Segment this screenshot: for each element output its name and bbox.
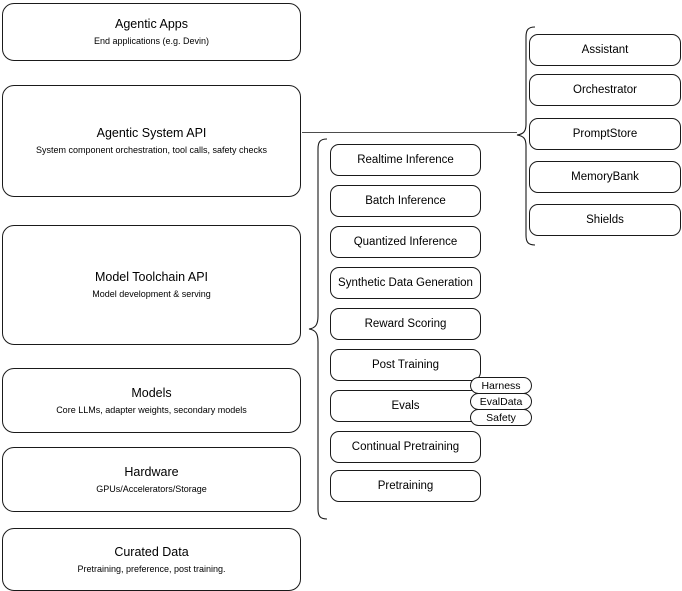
toolchain-synthetic-data-generation[interactable]: Synthetic Data Generation — [330, 267, 481, 299]
toolchain-reward-scoring[interactable]: Reward Scoring — [330, 308, 481, 340]
layer-model-toolchain-api[interactable]: Model Toolchain API Model development & … — [2, 225, 301, 345]
pill-label: Safety — [486, 411, 516, 424]
system-component-assistant[interactable]: Assistant — [529, 34, 681, 66]
box-label: Synthetic Data Generation — [338, 277, 473, 289]
box-label: Assistant — [581, 44, 629, 56]
evals-sub-harness[interactable]: Harness — [470, 377, 532, 394]
brace-toolchain-group — [308, 138, 328, 520]
layer-models[interactable]: Models Core LLMs, adapter weights, secon… — [2, 368, 301, 433]
box-label: Orchestrator — [573, 84, 637, 96]
system-component-shields[interactable]: Shields — [529, 204, 681, 236]
toolchain-continual-pretraining[interactable]: Continual Pretraining — [330, 431, 481, 463]
pill-label: EvalData — [479, 395, 523, 408]
box-label: PromptStore — [572, 128, 638, 140]
box-label: Evals — [391, 400, 420, 412]
layer-subtitle: Model development & serving — [92, 289, 211, 299]
toolchain-realtime-inference[interactable]: Realtime Inference — [330, 144, 481, 176]
layer-subtitle: System component orchestration, tool cal… — [35, 145, 268, 155]
pill-label: Harness — [481, 379, 521, 392]
layer-subtitle: Pretraining, preference, post training. — [77, 563, 226, 574]
connector-line-system-api — [302, 132, 517, 133]
layer-title: Hardware — [124, 464, 179, 479]
box-label: Post Training — [371, 359, 440, 371]
layer-curated-data[interactable]: Curated Data Pretraining, preference, po… — [2, 528, 301, 591]
layer-title: Agentic System API — [96, 126, 207, 140]
layer-subtitle: GPUs/Accelerators/Storage — [96, 483, 207, 494]
layer-subtitle: End applications (e.g. Devin) — [93, 36, 210, 46]
box-label: Batch Inference — [365, 195, 446, 207]
box-label: Pretraining — [377, 480, 434, 492]
layer-subtitle: Core LLMs, adapter weights, secondary mo… — [56, 404, 247, 415]
layer-hardware[interactable]: Hardware GPUs/Accelerators/Storage — [2, 447, 301, 512]
evals-sub-evaldata[interactable]: EvalData — [470, 393, 532, 410]
toolchain-evals[interactable]: Evals — [330, 390, 481, 422]
system-component-orchestrator[interactable]: Orchestrator — [529, 74, 681, 106]
layer-title: Models — [131, 385, 172, 400]
layer-title: Agentic Apps — [115, 17, 188, 31]
system-component-promptstore[interactable]: PromptStore — [529, 118, 681, 150]
layer-title: Curated Data — [114, 544, 189, 559]
box-label: MemoryBank — [571, 171, 639, 183]
toolchain-batch-inference[interactable]: Batch Inference — [330, 185, 481, 217]
layer-title: Model Toolchain API — [94, 270, 209, 284]
layer-agentic-apps[interactable]: Agentic Apps End applications (e.g. Devi… — [2, 3, 301, 61]
box-label: Shields — [586, 214, 624, 226]
toolchain-pretraining[interactable]: Pretraining — [330, 470, 481, 502]
toolchain-post-training[interactable]: Post Training — [330, 349, 481, 381]
system-component-memorybank[interactable]: MemoryBank — [529, 161, 681, 193]
evals-sub-safety[interactable]: Safety — [470, 409, 532, 426]
box-label: Reward Scoring — [364, 318, 447, 330]
box-label: Continual Pretraining — [351, 441, 460, 453]
layer-agentic-system-api[interactable]: Agentic System API System component orch… — [2, 85, 301, 197]
box-label: Realtime Inference — [357, 154, 454, 166]
toolchain-quantized-inference[interactable]: Quantized Inference — [330, 226, 481, 258]
box-label: Quantized Inference — [353, 236, 458, 248]
